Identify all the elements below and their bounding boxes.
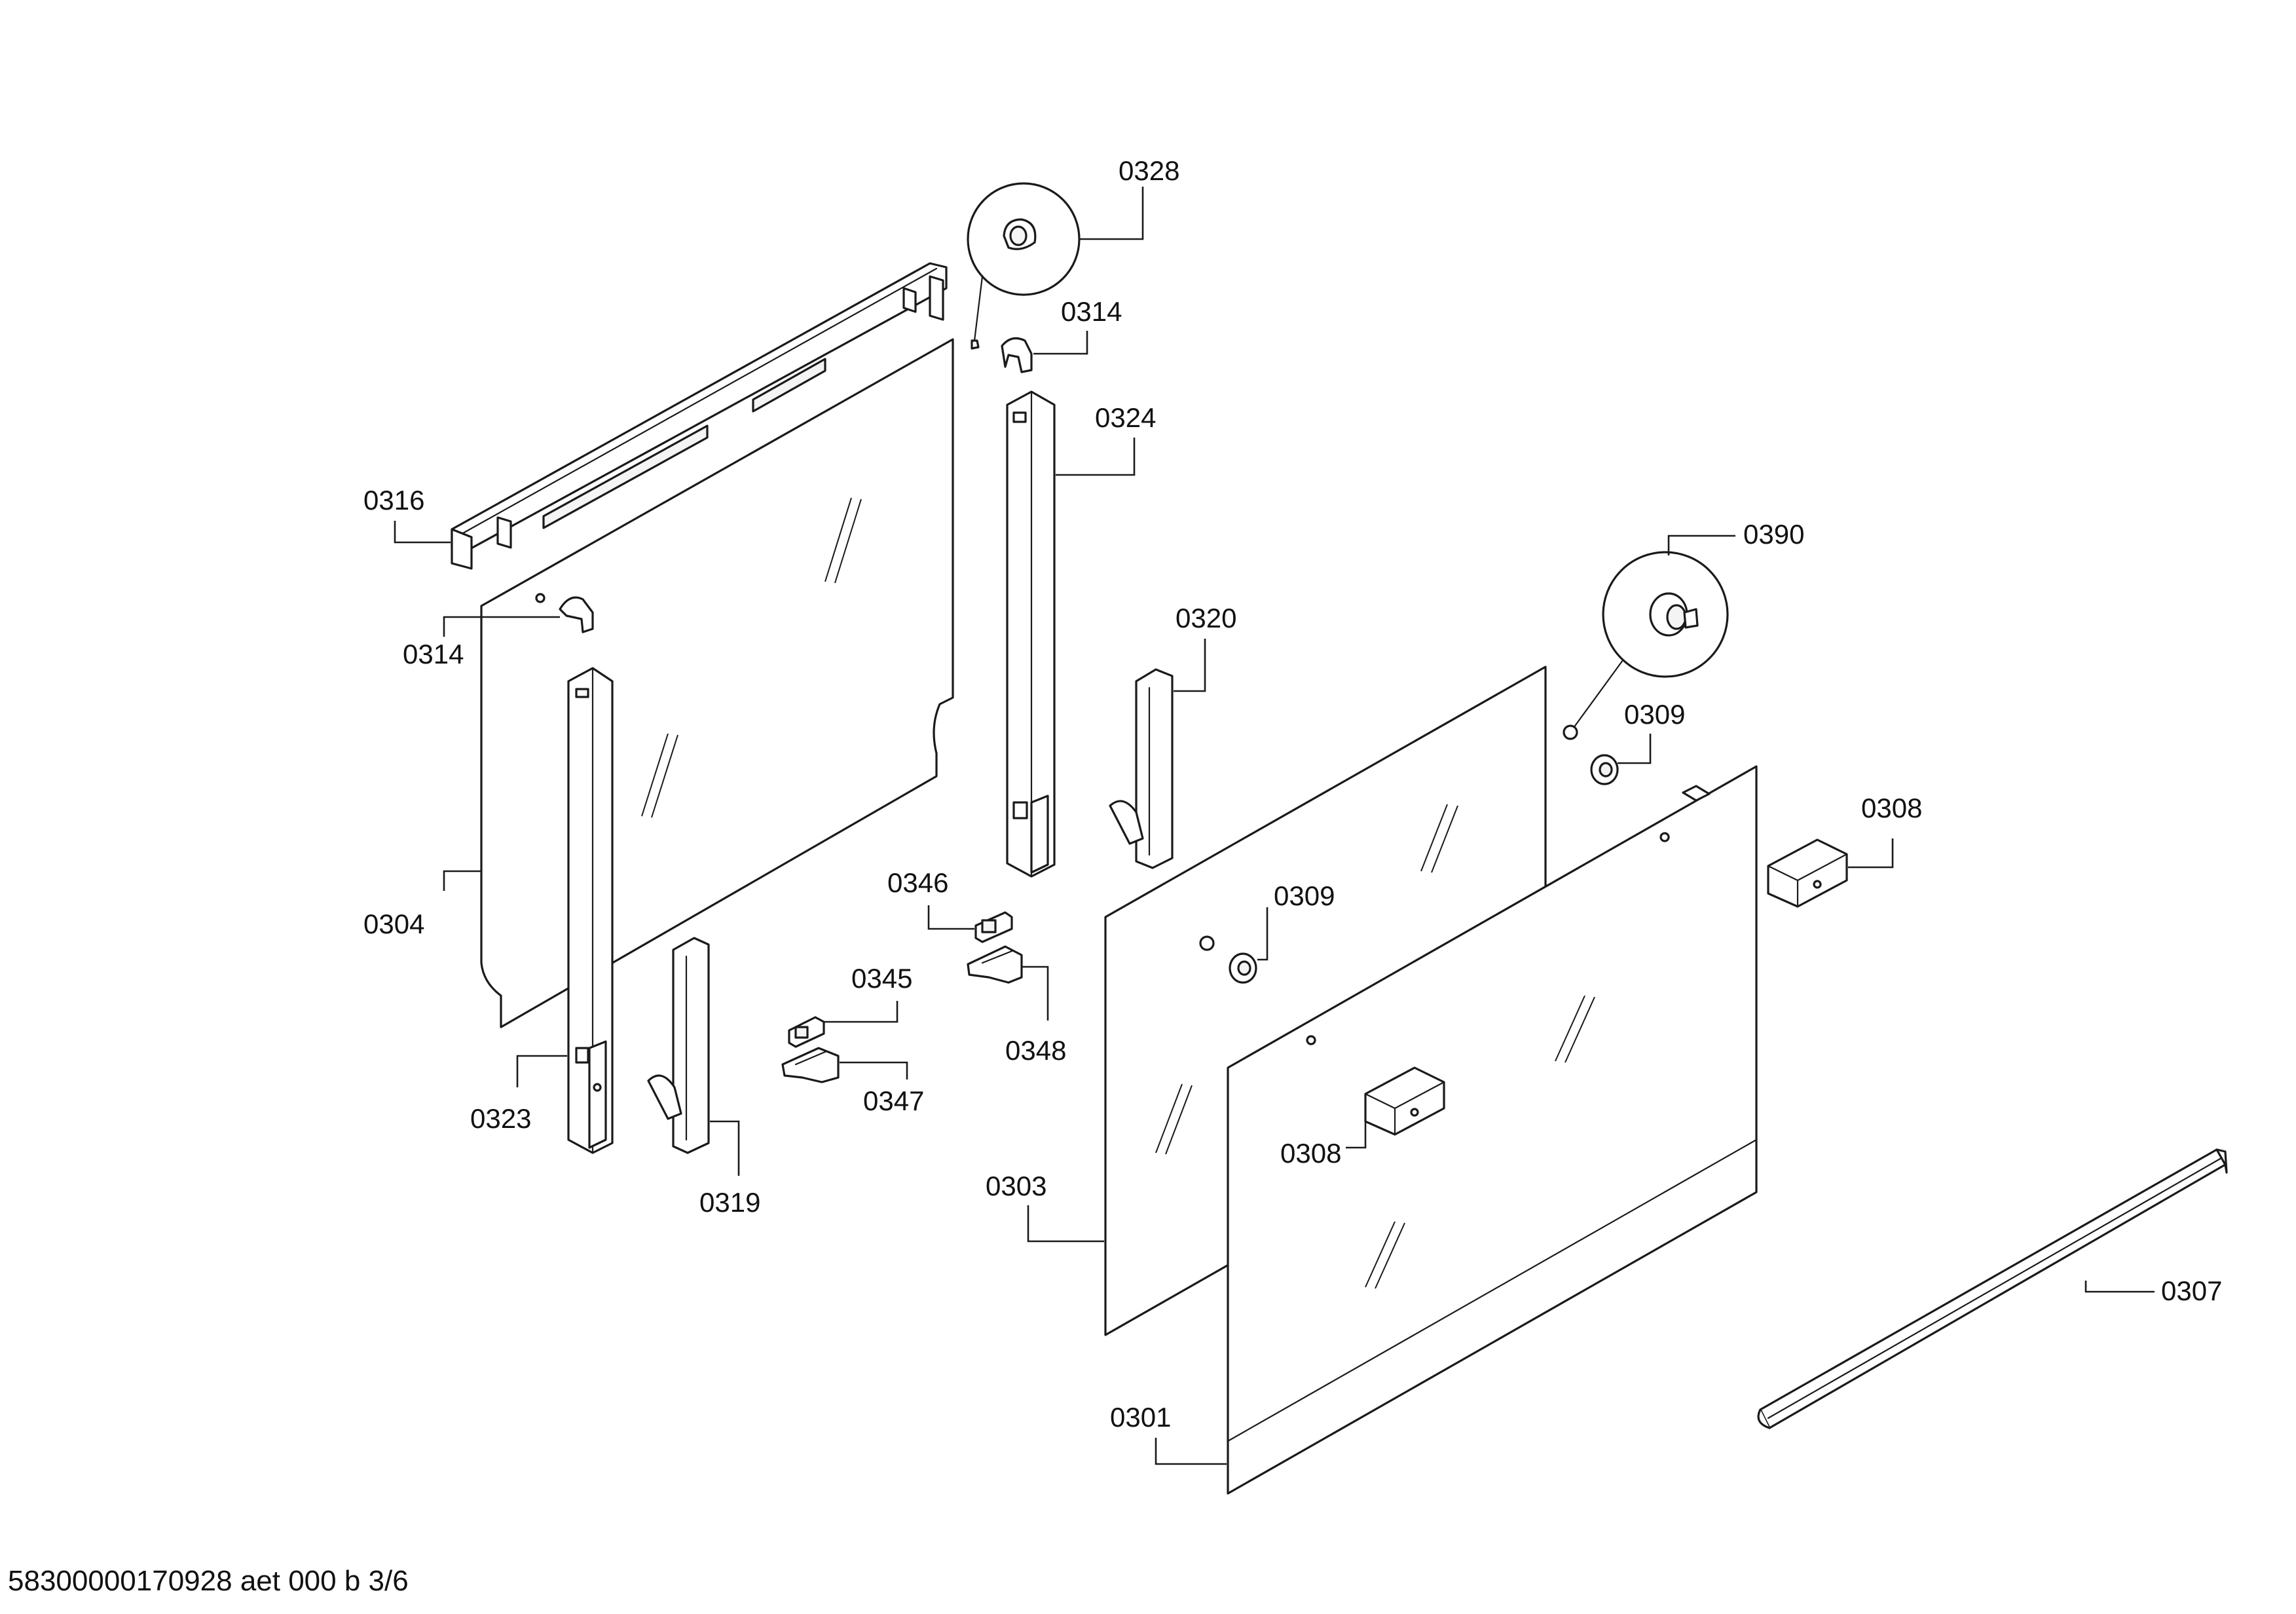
callout-0316: 0316 xyxy=(363,485,424,516)
callout-0309-mid: 0309 xyxy=(1274,880,1335,911)
callout-0308-right: 0308 xyxy=(1861,793,1922,823)
callout-0314-left: 0314 xyxy=(403,639,464,669)
part-0307-door-handle xyxy=(1757,1148,2228,1429)
part-0301-front-glass xyxy=(1227,765,1758,1495)
part-0345-slider xyxy=(788,1016,825,1048)
part-0348-bracket xyxy=(967,945,1023,984)
part-0309-spacer-right xyxy=(1590,754,1619,785)
callout-0301: 0301 xyxy=(1110,1402,1171,1433)
callout-0303: 0303 xyxy=(986,1171,1046,1201)
part-0308-handle-bracket-right xyxy=(1767,838,1848,908)
part-0324-right-hinge-rail xyxy=(1006,390,1056,878)
callout-0308-mid: 0308 xyxy=(1280,1138,1341,1169)
callout-0304: 0304 xyxy=(363,909,424,939)
part-0346-slider xyxy=(974,911,1013,943)
part-0390-screw-detail xyxy=(1563,551,1729,740)
callout-0324: 0324 xyxy=(1095,402,1156,433)
part-0304-rear-glass xyxy=(480,338,954,1028)
callout-0390: 0390 xyxy=(1743,519,1804,550)
part-0347-bracket xyxy=(781,1047,840,1083)
callout-0346: 0346 xyxy=(887,867,948,898)
callout-0320: 0320 xyxy=(1176,603,1236,633)
callout-0345: 0345 xyxy=(851,963,912,994)
part-0328-buffer-detail xyxy=(967,182,1081,350)
leader-lines xyxy=(394,187,2155,1465)
callout-0348: 0348 xyxy=(1005,1035,1066,1066)
part-0319-left-hinge xyxy=(647,937,710,1154)
callout-0307: 0307 xyxy=(2161,1275,2222,1306)
part-0314-top-clip xyxy=(1001,337,1033,373)
part-0314-left-clip xyxy=(535,593,594,633)
part-0323-left-hinge-rail xyxy=(567,667,614,1154)
callout-0347: 0347 xyxy=(863,1085,924,1116)
part-0309-spacer-mid xyxy=(1229,952,1257,984)
callout-0309-right: 0309 xyxy=(1624,699,1685,730)
callout-labels: 0328 0314 0324 0316 0314 0390 0320 0309 … xyxy=(363,155,2222,1433)
document-id: 58300000170928 aet 000 b 3/6 xyxy=(8,1565,409,1597)
callout-0323: 0323 xyxy=(470,1103,531,1134)
part-0316-top-rail xyxy=(451,262,948,570)
callout-0314-top: 0314 xyxy=(1061,296,1122,327)
callout-0328: 0328 xyxy=(1119,155,1179,186)
part-0320-right-hinge xyxy=(1109,668,1174,869)
callout-0319: 0319 xyxy=(699,1187,760,1218)
